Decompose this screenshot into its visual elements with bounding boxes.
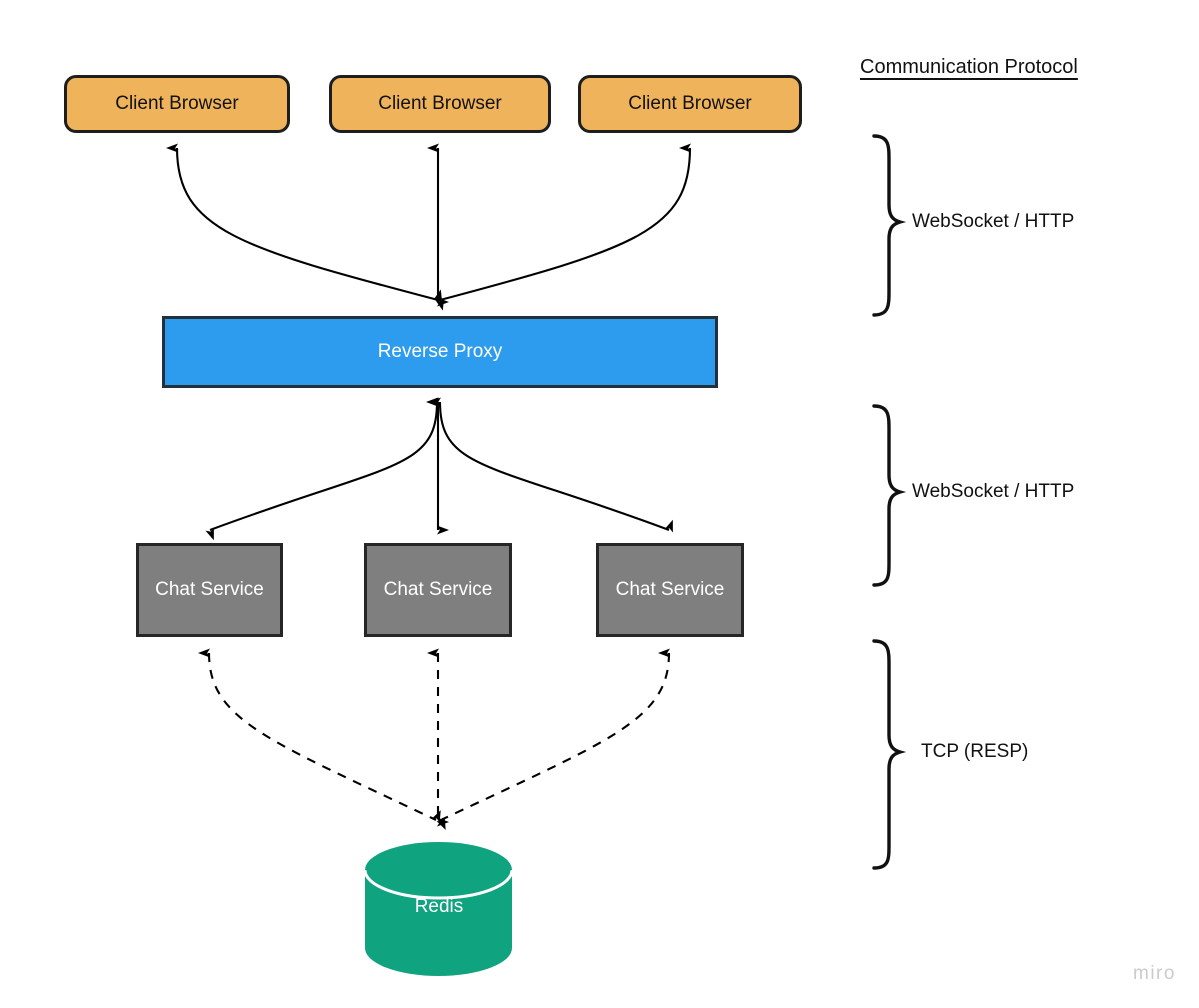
- chat-service-2-label: Chat Service: [383, 579, 493, 600]
- redis-label: Redis: [414, 896, 464, 917]
- edge-client1-proxy: [166, 143, 443, 303]
- client-browser-3[interactable]: Client Browser: [578, 75, 802, 133]
- reverse-proxy[interactable]: Reverse Proxy: [162, 316, 718, 388]
- legend-header: Communication Protocol: [860, 56, 1078, 78]
- legend-entry-2-label: WebSocket / HTTP: [912, 481, 1075, 502]
- client-browser-1-label: Client Browser: [115, 93, 239, 114]
- edge-service3-redis: [436, 648, 671, 830]
- legend-entry-1-label: WebSocket / HTTP: [912, 211, 1075, 232]
- edge-service1-redis: [198, 648, 441, 823]
- client-browser-2-label: Client Browser: [378, 93, 502, 114]
- chat-service-3-label: Chat Service: [615, 579, 725, 600]
- redis-datastore[interactable]: Redis: [365, 842, 513, 976]
- legend-entry-3-label: TCP (RESP): [921, 741, 1029, 762]
- edge-proxy-service1: [205, 397, 439, 541]
- miro-watermark: miro: [1133, 963, 1176, 984]
- chat-service-1-label: Chat Service: [155, 579, 264, 600]
- client-browser-1[interactable]: Client Browser: [64, 75, 290, 133]
- chat-service-1[interactable]: Chat Service: [136, 543, 283, 637]
- brace-websocket-http-top: [872, 134, 907, 317]
- chat-service-3[interactable]: Chat Service: [596, 543, 744, 637]
- client-browser-3-label: Client Browser: [628, 93, 752, 114]
- edge-client3-proxy: [435, 143, 692, 311]
- chat-service-2[interactable]: Chat Service: [364, 543, 512, 637]
- brace-websocket-http-middle: [872, 404, 907, 587]
- brace-tcp-resp: [872, 639, 907, 870]
- edge-proxy-service3: [429, 397, 673, 533]
- client-browser-2[interactable]: Client Browser: [329, 75, 551, 133]
- reverse-proxy-label: Reverse Proxy: [377, 341, 503, 362]
